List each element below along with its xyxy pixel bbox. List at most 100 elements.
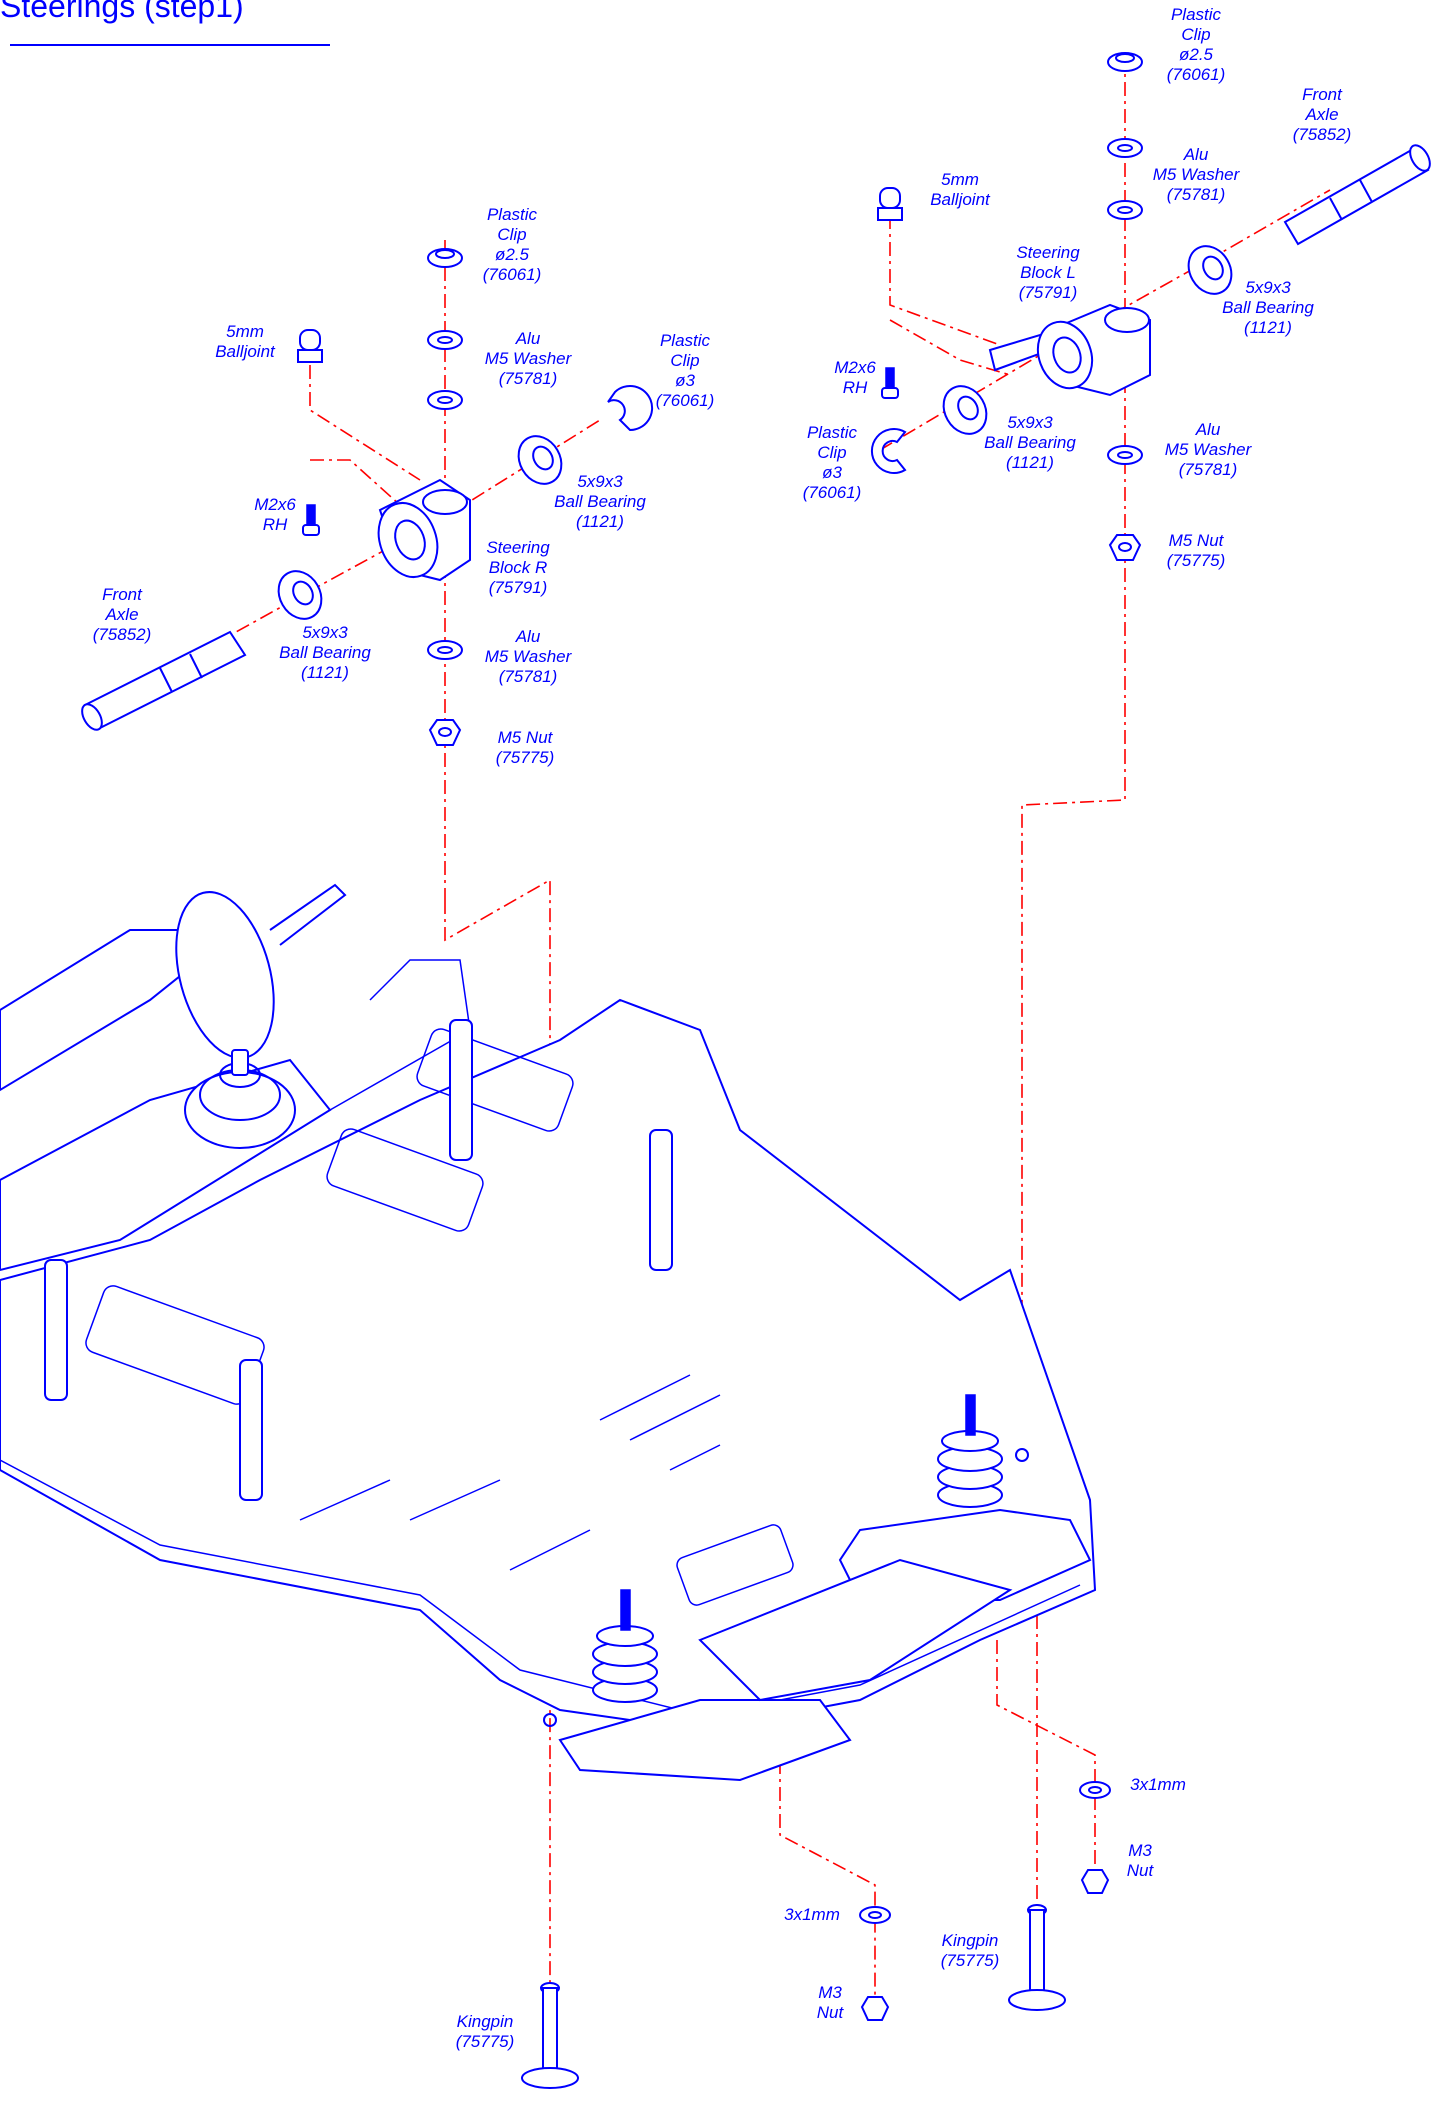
label-line: M2x6 bbox=[834, 358, 876, 377]
label-line: Block R bbox=[489, 558, 548, 577]
label-line: ø2.5 bbox=[495, 245, 530, 264]
m2x6-screw-icon bbox=[302, 504, 320, 536]
label-line: RH bbox=[843, 378, 868, 397]
m2x6-screw-icon bbox=[881, 367, 899, 399]
label-line: Ball Bearing bbox=[984, 433, 1076, 452]
left-steering-assembly bbox=[870, 52, 1431, 561]
label-line: Steering bbox=[486, 538, 550, 557]
label-line: (75791) bbox=[1019, 283, 1078, 302]
label-line: (75781) bbox=[1179, 460, 1238, 479]
label-line: Alu bbox=[515, 329, 541, 348]
plastic-clip-2-5-icon bbox=[427, 248, 463, 268]
label-line: 5x9x3 bbox=[1245, 278, 1291, 297]
chassis bbox=[0, 883, 1097, 1782]
plastic-clip-2-5-icon bbox=[1107, 52, 1143, 72]
washer-icon bbox=[1107, 200, 1143, 220]
label-line: Steering bbox=[1016, 243, 1080, 262]
label-l-nut: M5 Nut(75775) bbox=[1167, 531, 1226, 570]
label-line: M5 Nut bbox=[1169, 531, 1225, 550]
label-kingpin-center: Kingpin(75775) bbox=[456, 2012, 515, 2051]
label-line: ø3 bbox=[675, 371, 695, 390]
front-springs bbox=[592, 1394, 1003, 1703]
label-shim-center: 3x1mm bbox=[784, 1905, 840, 1924]
washer-icon bbox=[427, 390, 463, 410]
label-line: Block L bbox=[1020, 263, 1076, 282]
label-line: Nut bbox=[1127, 1861, 1155, 1880]
title-underline bbox=[10, 44, 330, 46]
label-line: Axle bbox=[1304, 105, 1338, 124]
label-line: Front bbox=[102, 585, 143, 604]
label-line: M5 Washer bbox=[485, 349, 573, 368]
label-line: Alu bbox=[1195, 420, 1221, 439]
nut-icon bbox=[428, 719, 462, 746]
shim-icon bbox=[1079, 1781, 1111, 1799]
label-line: (75852) bbox=[1293, 125, 1352, 144]
chassis-posts bbox=[44, 1019, 673, 1501]
label-line: 5mm bbox=[226, 322, 264, 341]
nut-icon bbox=[1108, 534, 1142, 561]
label-line: (1121) bbox=[301, 663, 349, 682]
label-line: Nut bbox=[817, 2003, 845, 2022]
nut-icon bbox=[1080, 1869, 1110, 1894]
ball-bearing-icon bbox=[942, 385, 988, 435]
label-line: ø3 bbox=[822, 463, 842, 482]
label-line: M2x6 bbox=[254, 495, 296, 514]
label-line: Clip bbox=[497, 225, 526, 244]
shim-icon bbox=[859, 1906, 891, 1924]
label-line: ø2.5 bbox=[1179, 45, 1214, 64]
page-title: Steerings (step1) bbox=[0, 0, 244, 24]
label-line: 5mm bbox=[941, 170, 979, 189]
label-line: 5x9x3 bbox=[1007, 413, 1053, 432]
label-line: 5x9x3 bbox=[302, 623, 348, 642]
label-line: Ball Bearing bbox=[279, 643, 371, 662]
front-axle-icon bbox=[81, 630, 247, 731]
label-line: M5 Washer bbox=[1165, 440, 1253, 459]
plastic-clip-3-icon bbox=[607, 385, 654, 432]
washer-icon bbox=[427, 640, 463, 660]
nut-icon bbox=[860, 1996, 890, 2021]
label-line: Balljoint bbox=[215, 342, 276, 361]
label-line: Clip bbox=[670, 351, 699, 370]
label-line: Plastic bbox=[807, 423, 858, 442]
label-line: (75775) bbox=[456, 2032, 515, 2051]
label-line: (75775) bbox=[941, 1951, 1000, 1970]
label-line: Balljoint bbox=[930, 190, 991, 209]
label-line: (75781) bbox=[499, 369, 558, 388]
label-line: Alu bbox=[515, 627, 541, 646]
label-line: 5x9x3 bbox=[577, 472, 623, 491]
label-line: (1121) bbox=[1244, 318, 1292, 337]
label-line: M3 bbox=[818, 1983, 842, 2002]
balljoint-icon bbox=[877, 187, 903, 221]
label-line: (76061) bbox=[803, 483, 862, 502]
label-line: Front bbox=[1302, 85, 1343, 104]
label-line: M3 bbox=[1128, 1841, 1152, 1860]
label-line: (76061) bbox=[483, 265, 542, 284]
label-line: (75852) bbox=[93, 625, 152, 644]
label-line: Kingpin bbox=[942, 1931, 999, 1950]
ball-bearing-icon bbox=[277, 570, 323, 620]
front-axle-icon bbox=[1283, 144, 1431, 246]
label-r-nut: M5 Nut(75775) bbox=[496, 728, 555, 767]
kingpin-icon bbox=[521, 1982, 579, 2089]
steering-block-icon bbox=[377, 478, 471, 582]
label-line: Ball Bearing bbox=[1222, 298, 1314, 317]
bottom-parts bbox=[521, 1781, 1111, 2089]
ball-bearing-icon bbox=[517, 435, 563, 485]
washer-icon bbox=[1107, 138, 1143, 158]
label-line: Alu bbox=[1183, 145, 1209, 164]
